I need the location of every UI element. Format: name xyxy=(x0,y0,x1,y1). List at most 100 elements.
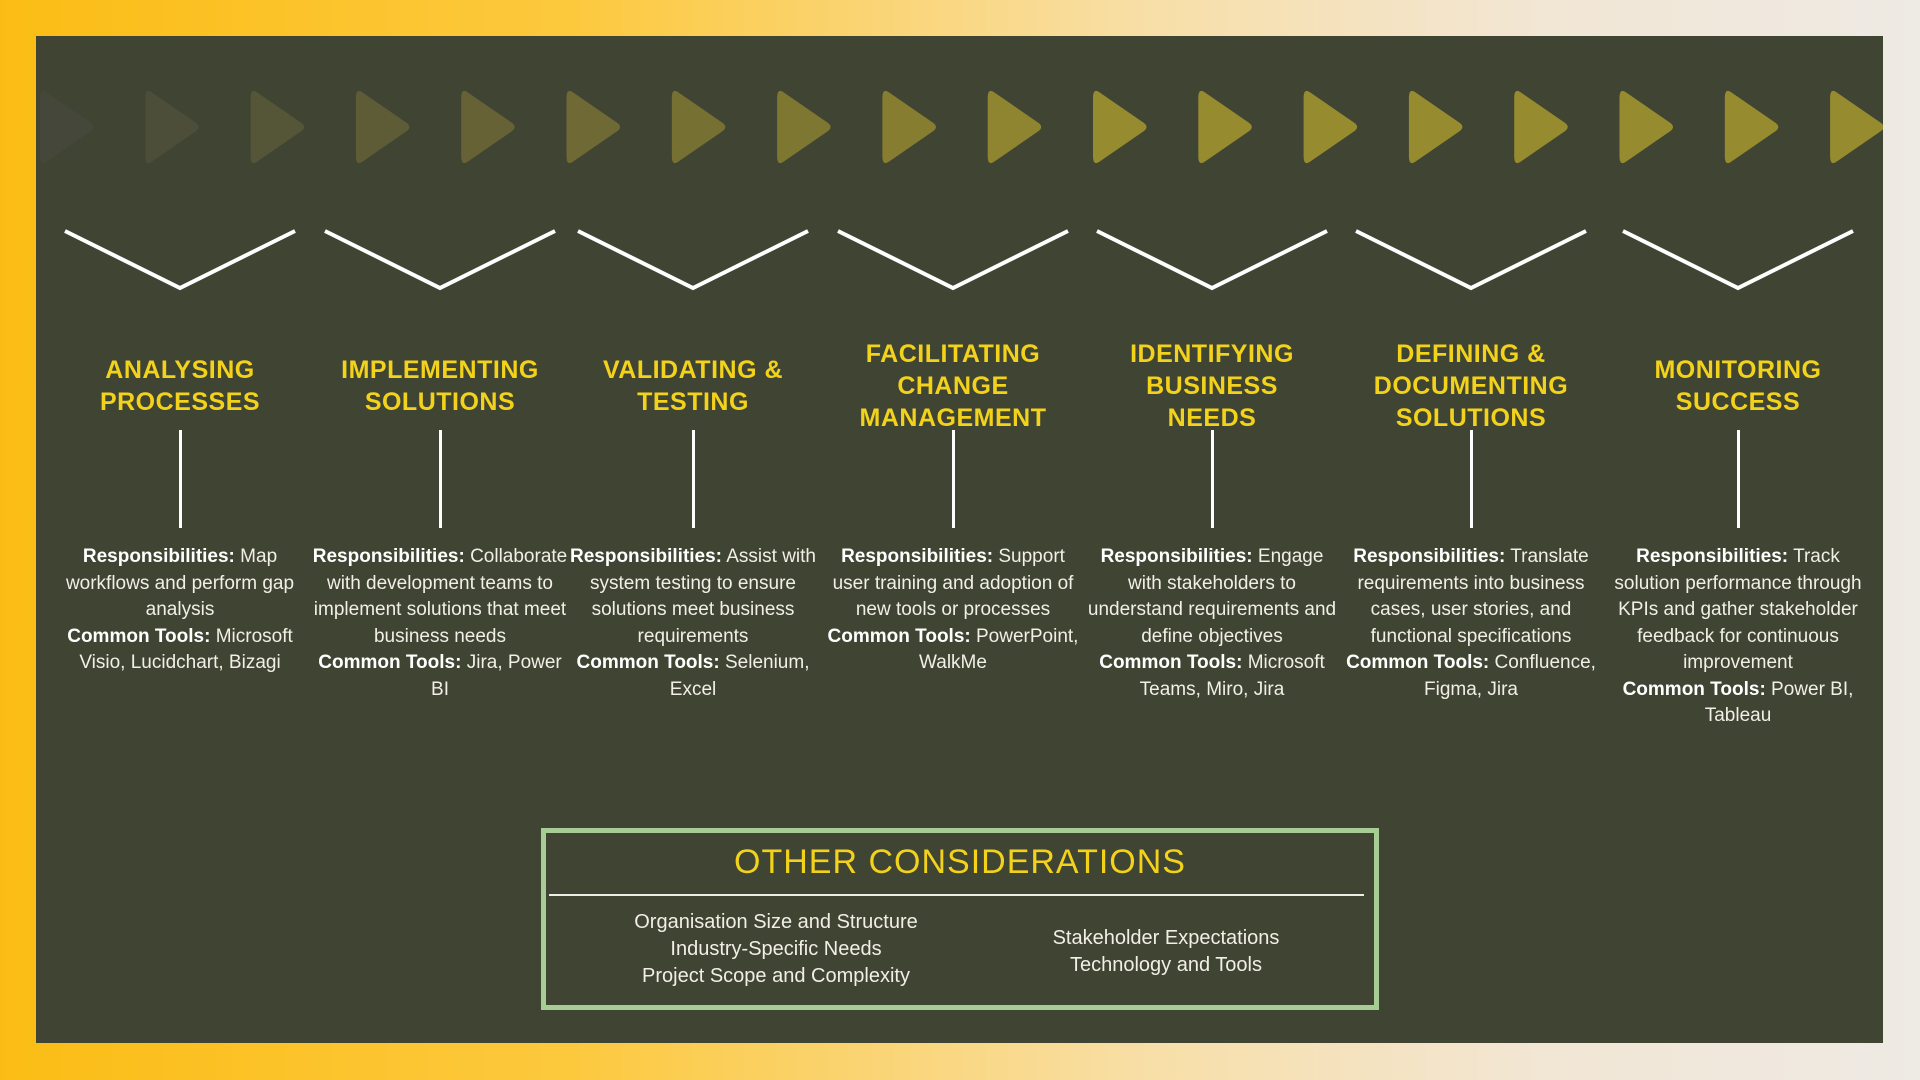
tools-text: Confluence, Figma, Jira xyxy=(1424,652,1596,700)
stage-description: Responsibilities: Translate requirements… xyxy=(1341,544,1601,703)
stage-title: MONITORING SUCCESS xyxy=(1603,321,1873,451)
stage-title-line: CHANGE xyxy=(897,372,1009,400)
tools-text: Selenium, Excel xyxy=(669,652,810,700)
play-arrow-icon xyxy=(777,90,831,164)
responsibilities-text: Collaborate with development teams to im… xyxy=(313,546,568,647)
tools-label: Common Tools: xyxy=(67,625,211,647)
stage-title: IMPLEMENTING SOLUTIONS xyxy=(305,321,575,451)
stage-title: DEFINING & DOCUMENTING SOLUTIONS xyxy=(1336,321,1606,451)
tools-text: Microsoft Teams, Miro, Jira xyxy=(1139,652,1325,700)
tools-label: Common Tools: xyxy=(318,652,462,673)
responsibilities-label: Responsibilities: xyxy=(1636,546,1789,567)
tools-text: Jira, Power BI xyxy=(431,652,562,700)
stage-title: ANALYSING PROCESSES xyxy=(45,321,315,451)
responsibilities-label: Responsibilities: xyxy=(312,546,465,567)
responsibilities-text: Track solution performance through KPIs … xyxy=(1614,546,1862,673)
responsibilities-text: Assist with system testing to ensure sol… xyxy=(590,546,816,647)
play-arrow-icon xyxy=(671,90,726,164)
responsibilities-label: Responsibilities: xyxy=(82,546,235,567)
connector-line xyxy=(952,430,955,528)
play-arrow-icon xyxy=(250,90,305,164)
stage-title-line: IDENTIFYING xyxy=(1130,340,1294,368)
play-arrow-icon xyxy=(1303,90,1358,164)
stage-description: Responsibilities: Collaborate with devel… xyxy=(310,544,570,703)
connector-line xyxy=(1470,430,1473,528)
connector-line xyxy=(439,430,442,528)
chevron-down-icon xyxy=(577,229,809,291)
tools-label: Common Tools: xyxy=(576,652,720,673)
play-arrow-icon xyxy=(1198,90,1252,164)
considerations-left-list: Organisation Size and Structure Industry… xyxy=(576,909,976,990)
chevron-down-icon xyxy=(1622,229,1854,291)
stage-title-line: BUSINESS xyxy=(1146,372,1278,400)
considerations-right-list: Stakeholder Expectations Technology and … xyxy=(966,925,1366,979)
play-arrow-icon xyxy=(566,90,620,164)
responsibilities-label: Responsibilities: xyxy=(841,546,994,567)
responsibilities-label: Responsibilities: xyxy=(1353,546,1506,567)
stage-title-line: DOCUMENTING xyxy=(1373,372,1569,400)
stage-title-line: DEFINING & xyxy=(1396,340,1546,368)
stage-description: Responsibilities: Support user training … xyxy=(823,544,1083,677)
responsibilities-label: Responsibilities: xyxy=(569,546,723,567)
stage-title-line: PROCESSES xyxy=(99,388,261,416)
play-arrow-icon xyxy=(1408,90,1463,164)
responsibilities-text: Map workflows and perform gap analysis xyxy=(65,546,295,620)
tools-text: Power BI, Tableau xyxy=(1704,678,1854,727)
play-arrow-icon xyxy=(1619,90,1673,164)
connector-line xyxy=(1211,430,1214,528)
play-arrow-icon xyxy=(1724,90,1779,164)
chevron-down-icon xyxy=(1355,229,1587,291)
tools-label: Common Tools: xyxy=(1622,678,1766,700)
tools-label: Common Tools: xyxy=(827,625,971,647)
play-arrow-icon xyxy=(987,90,1042,164)
play-arrow-icon xyxy=(40,90,94,164)
play-arrow-icon xyxy=(1830,90,1883,164)
consideration-item: Technology and Tools xyxy=(1070,954,1262,976)
stage-title-line: MANAGEMENT xyxy=(859,404,1047,432)
chevron-down-icon xyxy=(1096,229,1328,291)
play-arrow-icon xyxy=(461,90,515,164)
stage-title: IDENTIFYING BUSINESS NEEDS xyxy=(1077,321,1347,451)
tools-text: Microsoft Visio, Lucidchart, Bizagi xyxy=(79,625,293,674)
arrow-row xyxy=(40,90,1883,164)
responsibilities-text: Translate requirements into business cas… xyxy=(1357,546,1589,647)
stage-description: Responsibilities: Track solution perform… xyxy=(1608,544,1868,730)
stage-title-line: SOLUTIONS xyxy=(1395,404,1547,432)
process-panel: ANALYSING PROCESSES Responsibilities: Map… xyxy=(36,36,1883,1043)
other-considerations-box: OTHER CONSIDERATIONS Organisation Size a… xyxy=(541,828,1379,1010)
chevron-down-icon xyxy=(64,229,296,291)
consideration-item: Stakeholder Expectations xyxy=(1052,927,1280,949)
stage-title-line: NEEDS xyxy=(1167,404,1257,432)
responsibilities-text: Engage with stakeholders to understand r… xyxy=(1087,546,1337,647)
responsibilities-label: Responsibilities: xyxy=(1100,546,1253,567)
tools-label: Common Tools: xyxy=(1346,652,1490,673)
stage-title-line: SOLUTIONS xyxy=(364,388,516,416)
chevron-down-icon xyxy=(324,229,556,291)
responsibilities-text: Support user training and adoption of ne… xyxy=(832,546,1074,620)
consideration-item: Industry-Specific Needs xyxy=(670,938,882,960)
stage-title-line: ANALYSING xyxy=(105,356,255,384)
stage-title: VALIDATING & TESTING xyxy=(558,321,828,451)
play-arrow-icon xyxy=(882,90,936,164)
stage-title-line: IMPLEMENTING xyxy=(341,356,539,384)
tools-label: Common Tools: xyxy=(1099,652,1243,673)
stage-title-line: MONITORING xyxy=(1654,356,1822,384)
stage-title-line: VALIDATING & xyxy=(602,356,784,384)
play-arrow-icon xyxy=(1514,90,1568,164)
chevron-down-icon xyxy=(837,229,1069,291)
stage-title-line: TESTING xyxy=(637,388,749,416)
connector-line xyxy=(1737,430,1740,528)
connector-line xyxy=(692,430,695,528)
stage-description: Responsibilities: Engage with stakeholde… xyxy=(1082,544,1342,703)
connector-line xyxy=(179,430,182,528)
divider xyxy=(549,894,1364,896)
stage-title-line: SUCCESS xyxy=(1675,388,1801,416)
play-arrow-icon xyxy=(355,90,410,164)
play-arrow-icon xyxy=(145,90,199,164)
stage-description: Responsibilities: Assist with system tes… xyxy=(563,544,823,703)
tools-text: PowerPoint, WalkMe xyxy=(919,625,1079,674)
consideration-item: Project Scope and Complexity xyxy=(642,965,910,987)
consideration-item: Organisation Size and Structure xyxy=(634,911,918,933)
considerations-title: OTHER CONSIDERATIONS xyxy=(734,843,1186,881)
